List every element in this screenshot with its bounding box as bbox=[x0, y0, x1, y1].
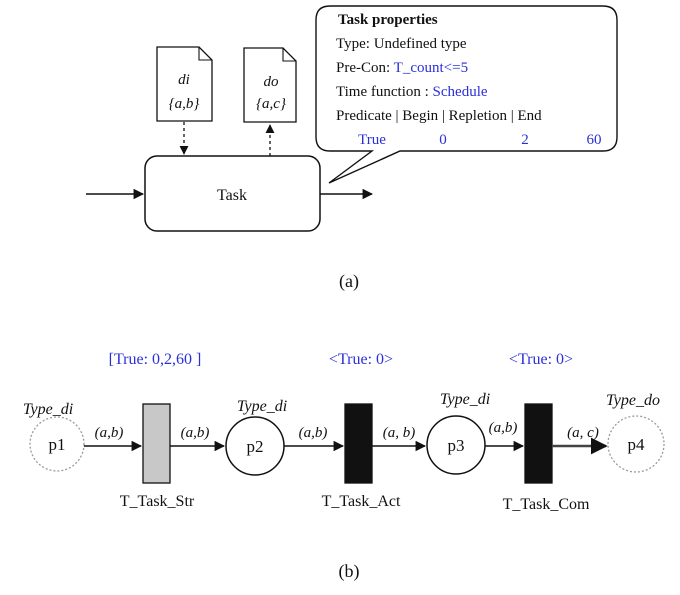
place-p1-type: Type_di bbox=[23, 401, 73, 418]
callout-header-row: Predicate | Begin | Repletion | End bbox=[336, 108, 542, 124]
guard-com: <True: 0> bbox=[509, 351, 573, 368]
input-doc-set: {a,b} bbox=[169, 96, 200, 112]
arc-label-3: (a,b) bbox=[299, 425, 328, 441]
value-predicate: True bbox=[358, 132, 386, 148]
arc-label-5: (a,b) bbox=[489, 420, 518, 436]
input-document-fold bbox=[198, 47, 212, 61]
part-b: [True: 0,2,60 ] <True: 0> <True: 0> Type… bbox=[23, 351, 665, 582]
caption-a: (a) bbox=[339, 271, 359, 292]
transition-act-label: T_Task_Act bbox=[322, 493, 401, 510]
guard-act: <True: 0> bbox=[329, 351, 393, 368]
callout-title: Task properties bbox=[338, 12, 438, 28]
place-p1 bbox=[29, 416, 85, 472]
caption-b: (b) bbox=[339, 561, 360, 582]
callout-precon-line: Pre-Con: T_count<=5 bbox=[336, 60, 468, 76]
place-p2-label: p2 bbox=[247, 437, 264, 456]
output-document-icon bbox=[243, 47, 297, 123]
callout-type-line: Type: Undefined type bbox=[336, 36, 467, 52]
transition-t-task-com bbox=[524, 403, 553, 484]
arc-label-6: (a, c) bbox=[567, 425, 599, 441]
value-begin: 0 bbox=[439, 132, 447, 148]
value-repletion: 2 bbox=[521, 132, 529, 148]
place-p3-type: Type_di bbox=[440, 391, 490, 408]
output-doc-set: {a,c} bbox=[256, 96, 286, 112]
part-a: Task di {a,b} do {a,c} Task properties T… bbox=[86, 5, 618, 292]
precon-label: Pre-Con: bbox=[336, 60, 394, 76]
timefn-value: Schedule bbox=[433, 84, 488, 100]
input-doc-name: di bbox=[178, 72, 190, 88]
place-p4 bbox=[607, 415, 665, 473]
timefn-label: Time function : bbox=[336, 84, 433, 100]
callout-timefn-line: Time function : Schedule bbox=[336, 84, 488, 100]
precon-value: T_count<=5 bbox=[394, 60, 468, 76]
task-label: Task bbox=[217, 187, 247, 204]
place-p4-type: Type_do bbox=[606, 392, 660, 409]
transition-t-task-act bbox=[344, 403, 373, 484]
transition-t-task-str bbox=[142, 403, 171, 484]
place-p1-label: p1 bbox=[49, 435, 66, 454]
transition-com-label: T_Task_Com bbox=[503, 496, 590, 513]
place-p3 bbox=[426, 415, 486, 475]
arc-label-1: (a,b) bbox=[95, 425, 124, 441]
value-end: 60 bbox=[587, 132, 602, 148]
guard-str: [True: 0,2,60 ] bbox=[109, 351, 202, 368]
arc-label-2: (a,b) bbox=[181, 425, 210, 441]
transition-str-label: T_Task_Str bbox=[120, 493, 195, 510]
arc-label-4: (a, b) bbox=[383, 425, 416, 441]
output-doc-name: do bbox=[264, 74, 280, 90]
output-document-fold bbox=[282, 48, 296, 62]
task-properties-callout bbox=[315, 5, 618, 184]
place-p2-type: Type_di bbox=[237, 398, 287, 415]
place-p3-label: p3 bbox=[448, 436, 465, 455]
input-document-icon bbox=[156, 46, 213, 122]
place-p4-label: p4 bbox=[628, 435, 646, 454]
